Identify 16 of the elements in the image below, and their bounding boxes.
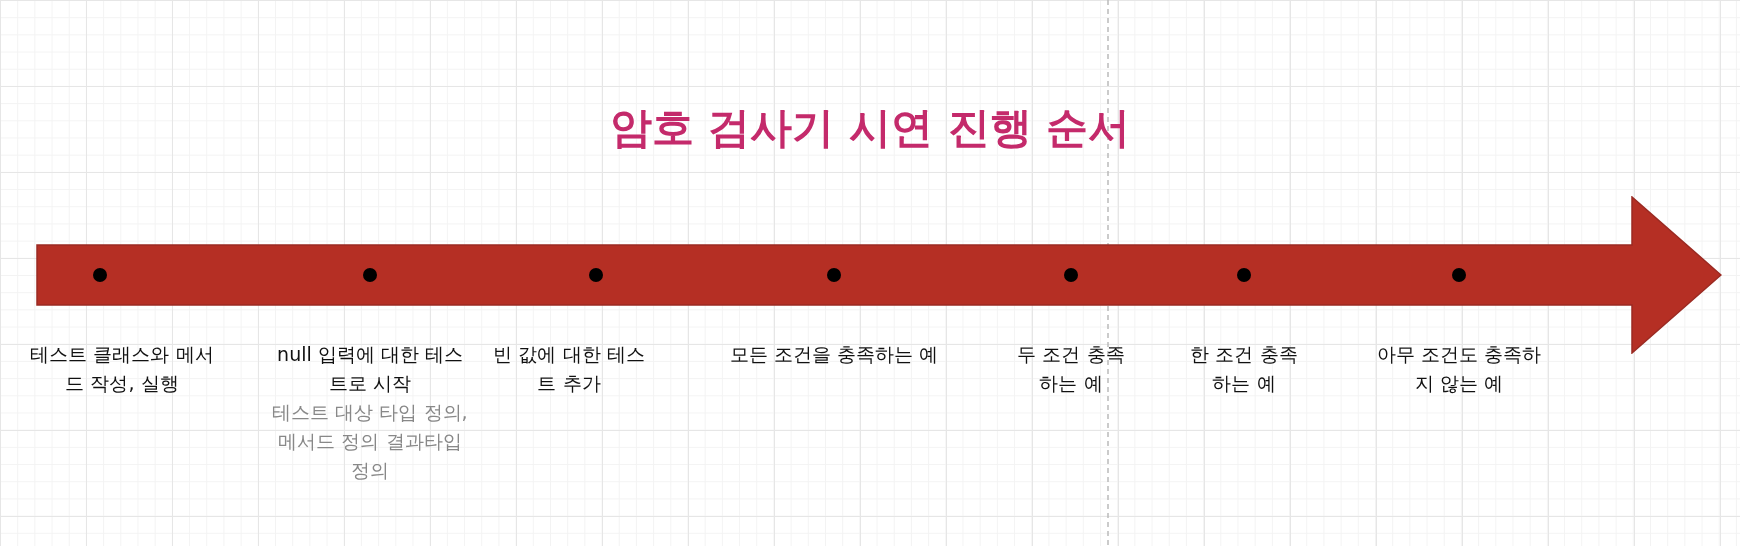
timeline-dot (1452, 268, 1466, 282)
step-label: 아무 조건도 충족하지 않는 예 (1375, 342, 1543, 396)
timeline-dot (93, 268, 107, 282)
timeline-dot (363, 268, 377, 282)
step-label: 모든 조건을 충족하는 예 (728, 342, 940, 367)
step-note: 테스트 대상 타입 정의, 메서드 정의 결과타입 정의 (271, 400, 469, 483)
timeline-dot (1064, 268, 1078, 282)
step-label: null 입력에 대한 테스트로 시작 (276, 342, 464, 396)
timeline-dot (589, 268, 603, 282)
diagram-title: 암호 검사기 시연 진행 순서 (608, 102, 1132, 154)
step-label: 빈 값에 대한 테스트 추가 (492, 342, 646, 396)
step-label: 한 조건 충족하는 예 (1189, 342, 1299, 396)
timeline-dot (1237, 268, 1251, 282)
step-label: 두 조건 충족하는 예 (1016, 342, 1126, 396)
timeline-dot (827, 268, 841, 282)
step-label: 테스트 클래스와 메서드 작성, 실행 (29, 342, 215, 396)
